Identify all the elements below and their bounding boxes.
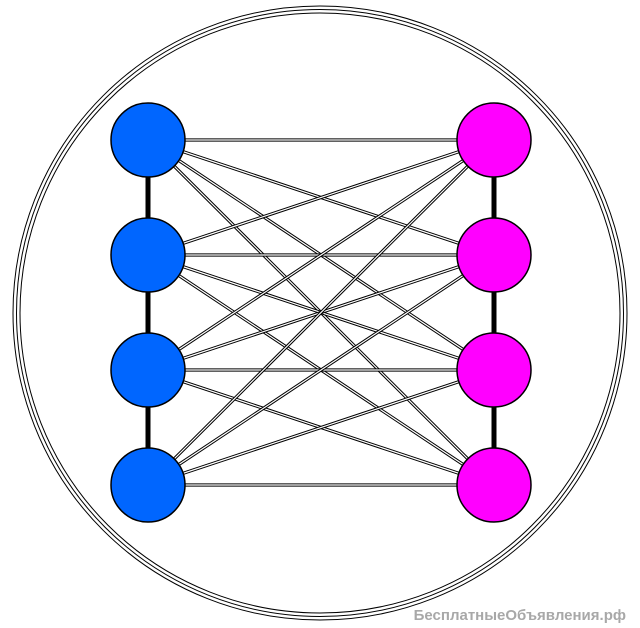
edge-L4-R2 [147, 253, 495, 487]
edge-L2-R1 [147, 138, 495, 257]
right-node-3 [456, 332, 532, 408]
left-node-1 [110, 102, 186, 178]
right-node-4 [456, 447, 532, 523]
outer-ring-circle-middle [16, 9, 624, 617]
watermark-text: БесплатныеОбъявления.рф [413, 607, 626, 624]
left-node-3 [110, 332, 186, 408]
edge-group [146, 138, 496, 487]
edge-core [147, 139, 495, 486]
edge-L4-R1 [146, 138, 496, 487]
left-node-4 [110, 447, 186, 523]
node-group [110, 102, 532, 523]
outer-ring-circle-inner [19, 12, 621, 614]
outer-ring [12, 5, 628, 621]
edge-core [147, 369, 495, 486]
outer-ring-circle-outer [12, 5, 628, 621]
edge-core [147, 139, 495, 371]
edge-L4-R3 [147, 368, 495, 487]
right-node-1 [456, 102, 532, 178]
edge-L3-R1 [147, 138, 495, 372]
edge-core [147, 139, 495, 256]
left-node-2 [110, 217, 186, 293]
edge-core [147, 254, 495, 486]
chain-group [145, 140, 497, 485]
right-node-2 [456, 217, 532, 293]
